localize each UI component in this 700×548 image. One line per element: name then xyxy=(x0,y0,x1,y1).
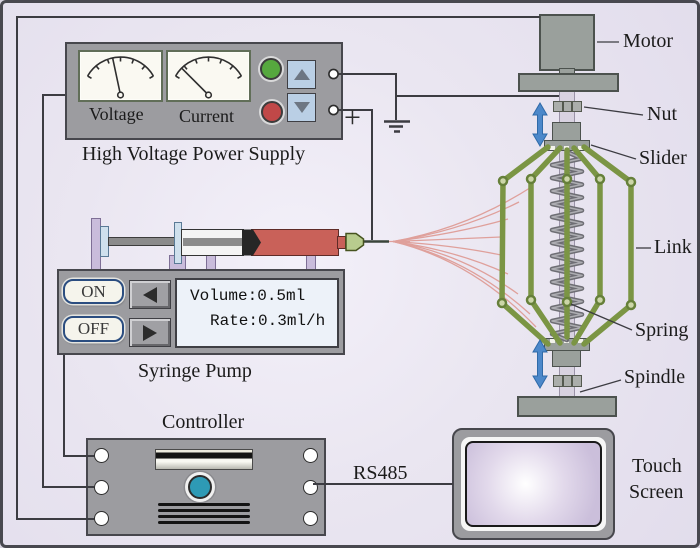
display-volume: Volume:0.5ml xyxy=(190,287,306,305)
ground-icon xyxy=(384,120,410,133)
display-rate: Rate:0.3ml/h xyxy=(210,312,326,330)
up-arrow-icon xyxy=(293,69,310,80)
syringe-pump-title: Syringe Pump xyxy=(138,360,252,382)
spring-leader xyxy=(570,303,633,331)
pump-off-button[interactable]: OFF xyxy=(63,316,124,342)
controller-port-right-1 xyxy=(303,448,318,463)
nut-facet-line xyxy=(571,102,573,111)
spring-label: Spring xyxy=(635,319,689,341)
vent-line xyxy=(158,521,250,524)
voltage-down-button[interactable] xyxy=(287,93,316,122)
vent-line xyxy=(158,503,250,506)
link-chain-outer-right xyxy=(581,144,634,347)
top-slider-flange xyxy=(544,140,590,151)
bottom-slider-block xyxy=(552,350,581,367)
link-chain-outer-left xyxy=(499,144,551,347)
pump-left-button[interactable] xyxy=(129,280,171,309)
flange-notch xyxy=(578,339,583,343)
pump-right-button[interactable] xyxy=(129,318,171,347)
spindle-leader xyxy=(579,379,622,393)
power-supply-title: High Voltage Power Supply xyxy=(82,143,306,165)
controller-power-button[interactable] xyxy=(188,475,212,499)
top-slider-block xyxy=(552,122,581,141)
controller-port-left-3 xyxy=(94,511,109,526)
voltage-meter xyxy=(78,50,163,102)
vent-line xyxy=(158,515,250,518)
link-label: Link xyxy=(654,236,692,258)
right-arrow-icon xyxy=(143,324,157,341)
vent-line xyxy=(158,509,250,512)
voltage-meter-label: Voltage xyxy=(89,104,144,124)
flange-notch xyxy=(550,339,555,343)
barrel-rod-stripe xyxy=(183,238,243,246)
syringe-tip xyxy=(337,236,346,249)
flange-notch xyxy=(550,146,555,150)
motor-body xyxy=(539,14,595,71)
controller-slot[interactable] xyxy=(155,449,253,470)
nut-label: Nut xyxy=(647,103,677,125)
plunger-rod xyxy=(108,237,177,246)
plus-terminal-label: + xyxy=(344,101,361,134)
touch-screen-label-line2: Screen xyxy=(629,481,684,503)
touch-screen-label-line1: Touch xyxy=(632,455,682,477)
slider-leader xyxy=(590,144,637,160)
spindle-label: Spindle xyxy=(624,366,686,388)
syringe-support-right xyxy=(306,254,316,270)
voltage-up-button[interactable] xyxy=(287,60,316,89)
nut-leader xyxy=(583,106,644,116)
current-meter-label: Current xyxy=(179,106,234,126)
pump-on-label: ON xyxy=(81,281,106,301)
controller-port-right-2 xyxy=(303,480,318,495)
controller-port-left-1 xyxy=(94,448,109,463)
pump-off-label: OFF xyxy=(77,319,110,338)
controller-port-right-3 xyxy=(303,511,318,526)
syringe-support-mid xyxy=(206,254,216,270)
rs485-label: RS485 xyxy=(353,462,408,484)
slider-label: Slider xyxy=(639,147,687,169)
flange-notch xyxy=(578,146,583,150)
flange-notch xyxy=(564,146,569,150)
controller-port-left-2 xyxy=(94,480,109,495)
left-arrow-icon xyxy=(143,286,157,303)
needle-hub xyxy=(345,232,365,252)
bottom-nut xyxy=(553,375,582,387)
pump-on-button[interactable]: ON xyxy=(63,279,124,304)
power-off-button[interactable] xyxy=(261,101,283,123)
top-nut xyxy=(553,101,582,112)
top-mount-plate xyxy=(518,73,619,92)
nut-facet-line xyxy=(562,376,564,386)
flange-notch xyxy=(564,339,569,343)
link-chain-inner-left xyxy=(528,145,563,346)
motor-label: Motor xyxy=(623,30,673,52)
syringe-liquid xyxy=(251,229,339,256)
current-meter xyxy=(166,50,251,102)
electrospun-fibers xyxy=(389,185,537,328)
power-on-button[interactable] xyxy=(260,58,282,80)
nut-facet-line xyxy=(562,102,564,111)
bottom-crossbar xyxy=(517,396,617,417)
controller-title: Controller xyxy=(162,411,245,433)
link-chain-inner-right xyxy=(571,145,603,346)
touch-screen-surface[interactable] xyxy=(465,441,602,527)
nut-facet-line xyxy=(571,376,573,386)
down-arrow-icon xyxy=(293,102,310,113)
